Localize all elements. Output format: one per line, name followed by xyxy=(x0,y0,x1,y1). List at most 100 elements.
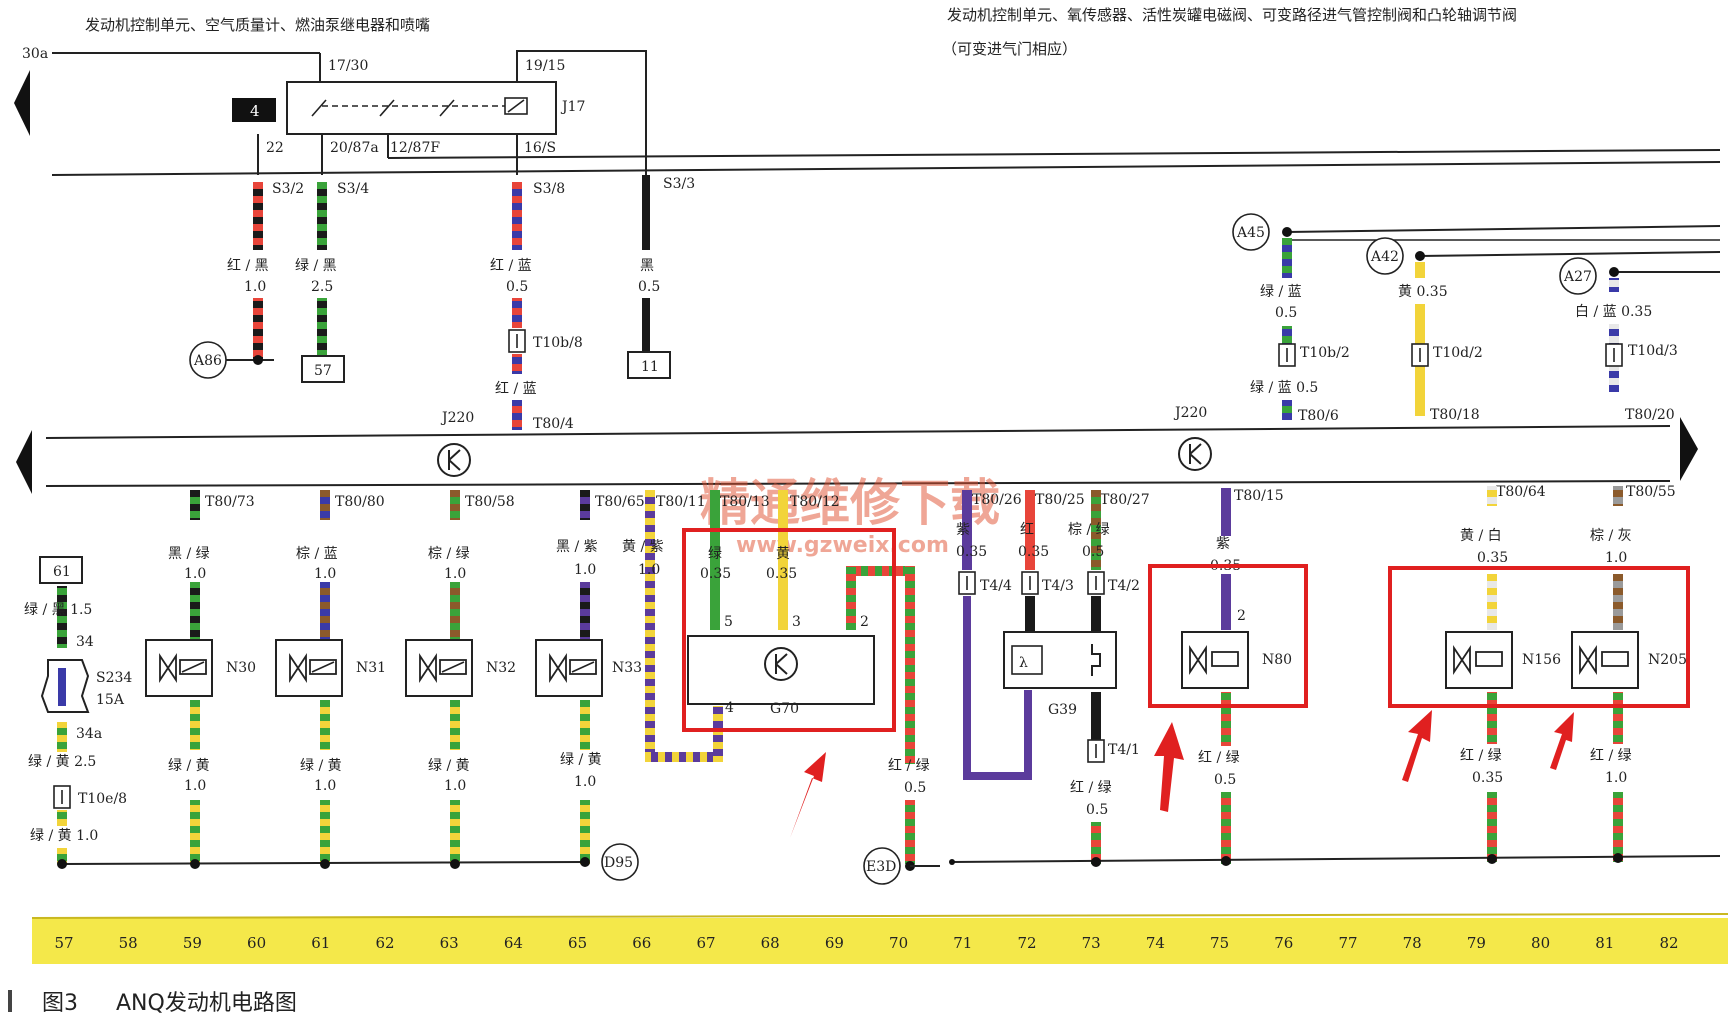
ground-dot-n156 xyxy=(1487,854,1497,864)
ground-dot-3 xyxy=(320,859,330,869)
ruler-label-58: 58 xyxy=(119,934,138,952)
node-a45 xyxy=(1232,213,1270,251)
n80-wire-out xyxy=(1221,692,1231,746)
right-ground-bus xyxy=(951,855,1721,863)
ruler-label-62: 62 xyxy=(375,934,394,952)
g39-out-size: 0.5 xyxy=(1086,802,1108,818)
injector-n33-out-color: 绿 / 黄 xyxy=(560,751,602,768)
node-a86-dot xyxy=(253,355,263,365)
node-a42-dot xyxy=(1415,251,1425,261)
plug-t10d-2 xyxy=(1411,343,1429,367)
relay-pin-20-87a: 20/87a xyxy=(330,140,379,156)
wire-fuse-end-color: 绿 / 黄 1.0 xyxy=(30,827,98,844)
wire-a27-lower xyxy=(1609,324,1619,344)
injector-n30-pin: T80/73 xyxy=(205,494,255,510)
n156-wire-in-lower xyxy=(1487,574,1497,630)
node-a86-label: A86 xyxy=(193,353,222,369)
terminal-57-label: 57 xyxy=(314,363,332,379)
plug-t10e-8 xyxy=(53,785,71,809)
wire-a42-color: 黄 0.35 xyxy=(1398,283,1448,300)
prev-page-arrow-top[interactable] xyxy=(14,70,30,136)
g70-wire-c-size: 0.35 xyxy=(766,566,797,582)
relay-pin-19-wire xyxy=(516,50,647,175)
plug-t4-2 xyxy=(1087,571,1105,595)
prev-page-arrow-mid[interactable] xyxy=(16,430,32,494)
injector-n30 xyxy=(145,490,213,864)
g39-lambda-icon: λ xyxy=(1019,655,1028,671)
wire-s3-8-conn: S3/8 xyxy=(533,181,565,197)
relay-pin-17-30: 17/30 xyxy=(328,58,368,74)
ruler-label-63: 63 xyxy=(440,934,459,952)
node-a27-dot xyxy=(1609,267,1619,277)
wire-a45-color: 绿 / 蓝 xyxy=(1260,284,1302,300)
injector-n31 xyxy=(275,490,343,864)
ruler-label-71: 71 xyxy=(953,934,972,952)
next-page-arrow-mid[interactable] xyxy=(1680,417,1698,481)
g70-name: G70 xyxy=(770,701,799,717)
fuse-pin-top: 34 xyxy=(76,634,94,650)
ruler-label-65: 65 xyxy=(568,934,587,952)
n80-coil-icon xyxy=(1211,651,1239,667)
n205-size: 1.0 xyxy=(1605,550,1627,566)
wire-a45-end xyxy=(1282,400,1292,420)
relay-pin-16-S: 16/S xyxy=(524,140,556,156)
ecu-bus-bottom xyxy=(45,480,1671,487)
g39-name: G39 xyxy=(1048,702,1077,718)
terminal-61 xyxy=(39,556,83,584)
g39-wire-purple xyxy=(962,490,972,570)
g39-wire-red-lower xyxy=(1025,596,1035,632)
plug-t4-4 xyxy=(958,571,976,595)
ground-dot-1 xyxy=(57,859,67,869)
wire-s3-4-conn: S3/4 xyxy=(337,181,369,197)
g70-pin-3: 3 xyxy=(792,614,801,630)
wire-s3-8 xyxy=(512,182,522,250)
wire-s3-8-low xyxy=(512,354,522,374)
ground-dot-n205 xyxy=(1613,853,1623,863)
g39-wire-out xyxy=(1091,692,1101,740)
g70-wire-a xyxy=(645,490,655,752)
n156-wire-in xyxy=(1487,486,1497,506)
n80-wire-in-lower xyxy=(1221,574,1231,630)
caption-figure: 图3 xyxy=(42,991,78,1016)
plug-t10b-2 xyxy=(1278,343,1296,367)
g39-heater-icon xyxy=(1091,644,1101,676)
injector-n33 xyxy=(535,490,603,864)
heading-right-line2: （可变进气门相应） xyxy=(942,40,1077,58)
wire-s3-3-size: 0.5 xyxy=(638,279,660,295)
wire-s3-8-size: 0.5 xyxy=(506,279,528,295)
terminal-61-label: 61 xyxy=(53,564,71,580)
a45-line xyxy=(1286,225,1721,233)
node-a42 xyxy=(1366,237,1404,275)
wire-a27-color: 白 / 蓝 0.35 xyxy=(1575,304,1652,320)
wire-a27-end xyxy=(1609,366,1619,392)
ecu-k-icon-right xyxy=(1178,437,1212,471)
n156-out-size: 0.35 xyxy=(1472,770,1503,786)
wire-s3-2-lower xyxy=(253,298,263,360)
ruler-label-61: 61 xyxy=(311,934,330,952)
wire-fuse-tail xyxy=(57,848,67,864)
wire-fuse-out-color: 绿 / 黄 2.5 xyxy=(28,753,96,770)
plug-t4-3 xyxy=(1021,571,1039,595)
fuse-pin-bottom: 34a xyxy=(76,726,102,742)
ruler-label-74: 74 xyxy=(1146,934,1165,952)
ground-junction xyxy=(949,859,955,865)
ground-dot-4 xyxy=(450,859,460,869)
g70-k-icon xyxy=(764,647,798,681)
wire-a45-size: 0.5 xyxy=(1275,305,1297,321)
injector-n32-pin: T80/58 xyxy=(465,494,515,510)
node-e3d xyxy=(863,847,901,885)
injector-n32-out-color: 绿 / 黄 xyxy=(428,757,470,774)
relay-pin-22: 22 xyxy=(266,140,284,156)
g39-wire-out-end xyxy=(1091,822,1101,864)
g39-size-red: 0.35 xyxy=(1018,544,1049,560)
g70-out-color: 红 / 绿 xyxy=(888,758,930,774)
n80-wire-out-end xyxy=(1221,792,1231,864)
plug-t4-1-label: T4/1 xyxy=(1108,742,1140,758)
g70-wire-d-top xyxy=(846,566,910,576)
n80-highlight-box xyxy=(1148,564,1308,708)
n205-wire-out xyxy=(1613,692,1623,744)
injector-n33-pin: T80/65 xyxy=(595,494,645,510)
ruler-label-79: 79 xyxy=(1467,934,1486,952)
plug-t4-2-label: T4/2 xyxy=(1108,578,1140,594)
